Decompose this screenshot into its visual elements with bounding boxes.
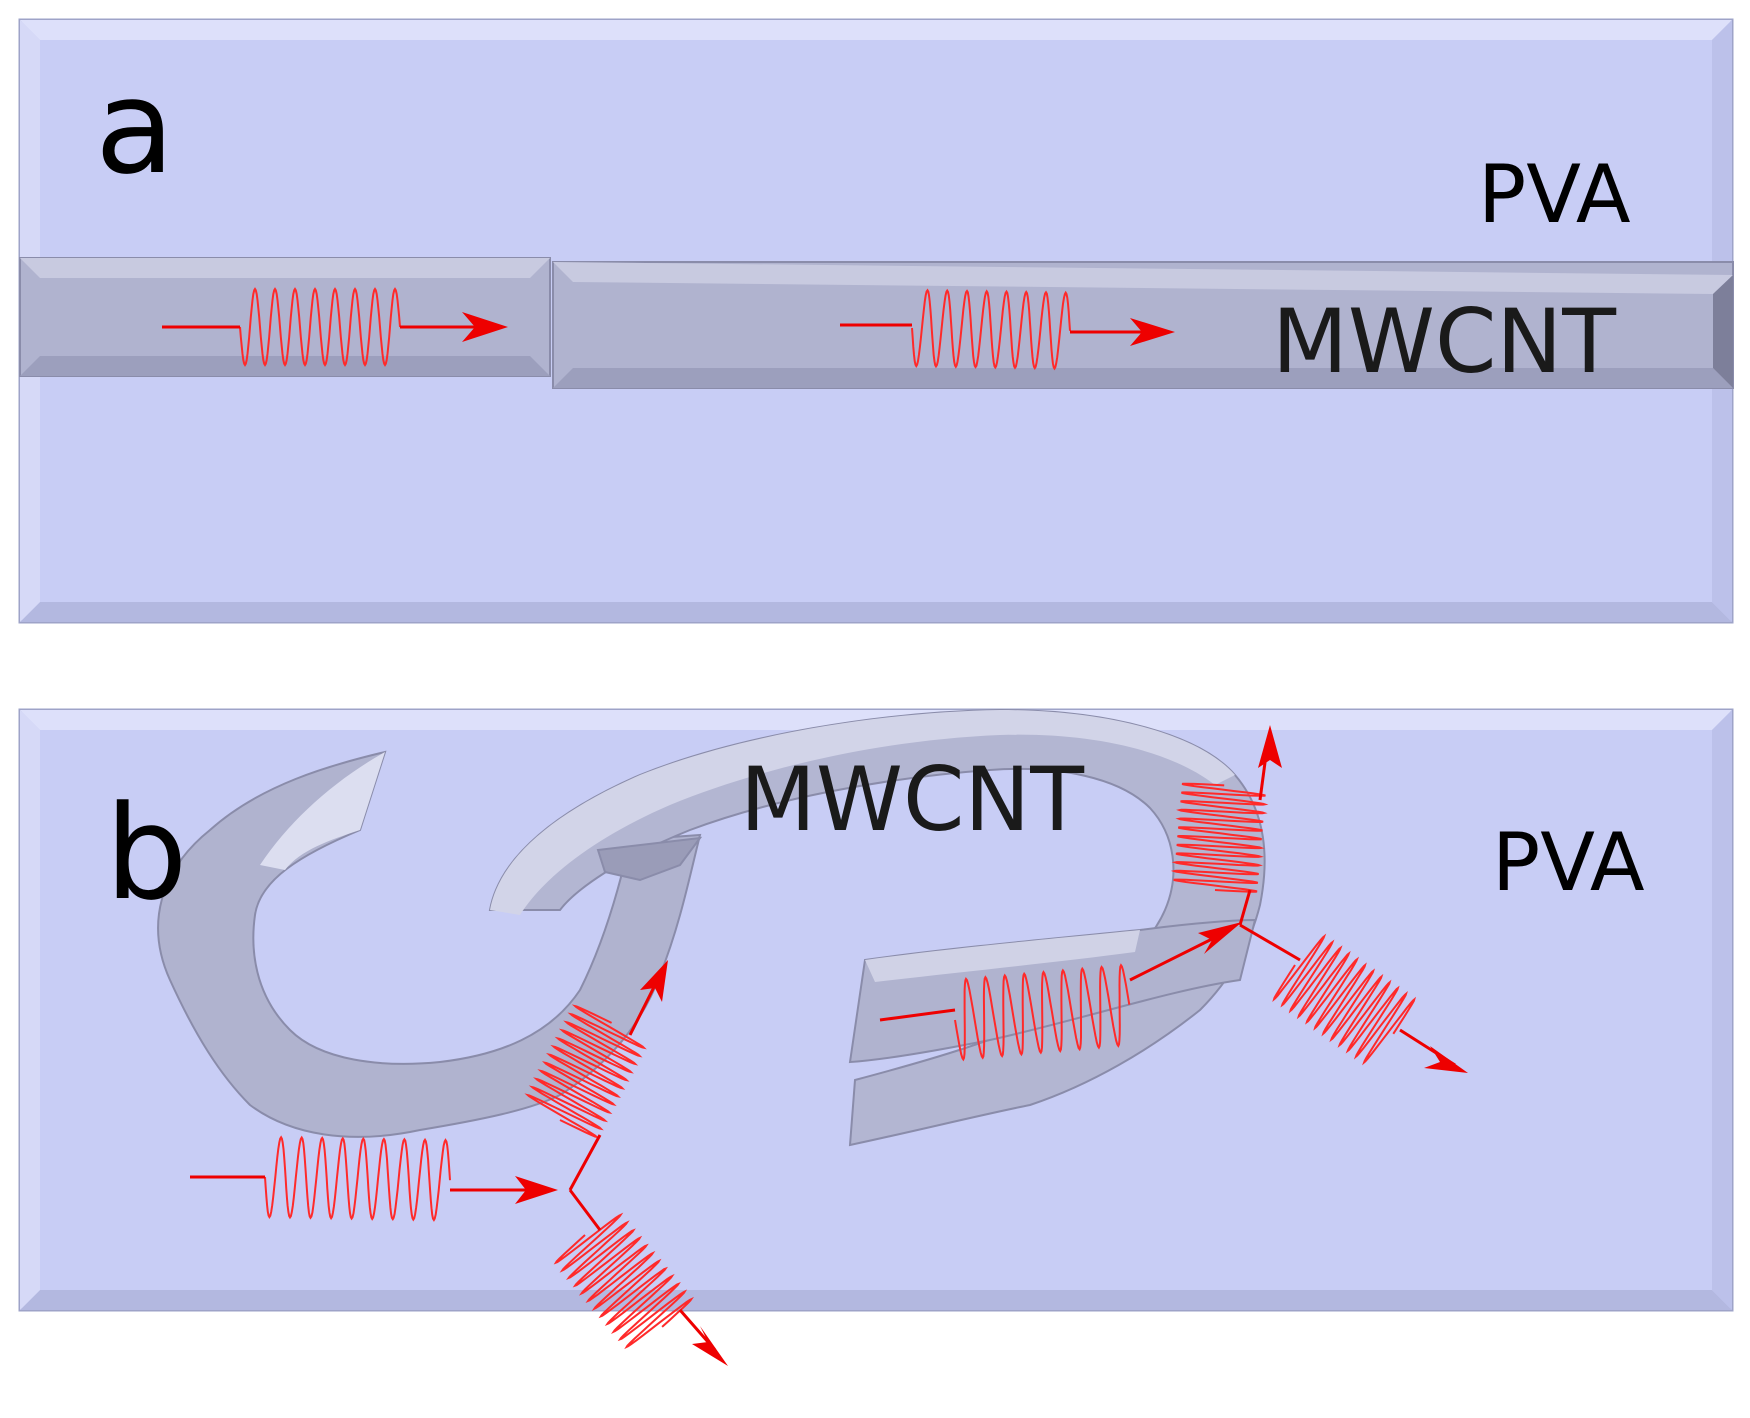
heat-flow-arrows-b-right [879, 725, 1468, 1073]
phonon-wave-b3 [553, 1212, 694, 1350]
mwcnt-tube-b-right [848, 918, 1257, 1064]
phonon-wave-a1 [239, 287, 401, 367]
pva-label-b: PVA [1492, 816, 1645, 909]
heat-flow-arrow-a1 [162, 312, 508, 342]
phonon-wave-a2 [911, 288, 1071, 371]
mwcnt-label-a: MWCNT [1272, 290, 1617, 393]
phonon-wave-b5 [1170, 782, 1269, 893]
phonon-wave-b1 [264, 1135, 451, 1222]
heat-flow-arrow-a2 [840, 318, 1175, 346]
panel-b: b PVA MWCNT [0, 690, 1750, 1418]
phonon-wave-b6 [1272, 933, 1417, 1066]
panel-a: a PVA MWCNT [0, 0, 1750, 650]
phonon-wave-b4 [954, 963, 1131, 1062]
mwcnt-label-b: MWCNT [740, 748, 1085, 851]
panel-a-figure: a PVA MWCNT [18, 18, 1734, 624]
panel-letter-a: a [95, 51, 175, 203]
phonon-wave-b2 [524, 1004, 647, 1139]
panel-letter-b: b [105, 777, 188, 929]
pva-label-a: PVA [1478, 148, 1631, 241]
heat-flow-arrows-b-left [190, 960, 728, 1366]
mwcnt-tube-b-main [488, 708, 1266, 1147]
panel-b-figure: b PVA MWCNT [18, 708, 1734, 1366]
